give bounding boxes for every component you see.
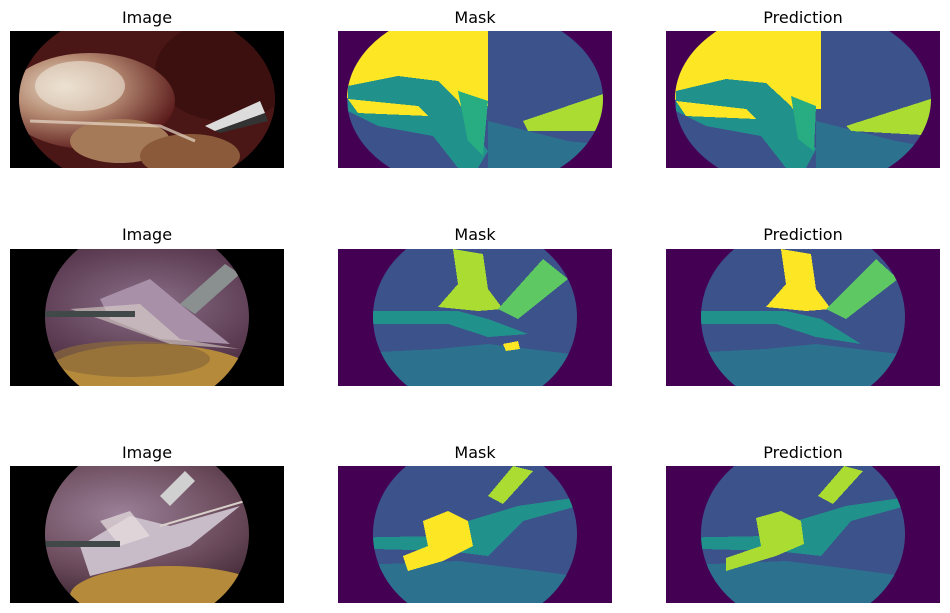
row2-endoscopic-image [10,249,284,386]
title-row1-mask: Mask [454,8,496,27]
row1-mask [338,31,612,168]
title-row3-prediction: Prediction [763,443,843,462]
row2-mask [338,249,612,386]
row1-prediction [666,31,940,168]
title-row3-mask: Mask [454,443,496,462]
title-row1-prediction: Prediction [763,8,843,27]
title-row2-prediction: Prediction [763,225,843,244]
row3-mask [338,466,612,603]
row2-prediction [666,249,940,386]
title-row1-image: Image [121,8,173,27]
title-row3-image: Image [121,443,173,462]
title-row2-mask: Mask [454,225,496,244]
title-row2-image: Image [121,225,173,244]
row3-endoscopic-image [10,466,284,603]
row3-prediction [666,466,940,603]
row1-endoscopic-image [10,31,284,168]
